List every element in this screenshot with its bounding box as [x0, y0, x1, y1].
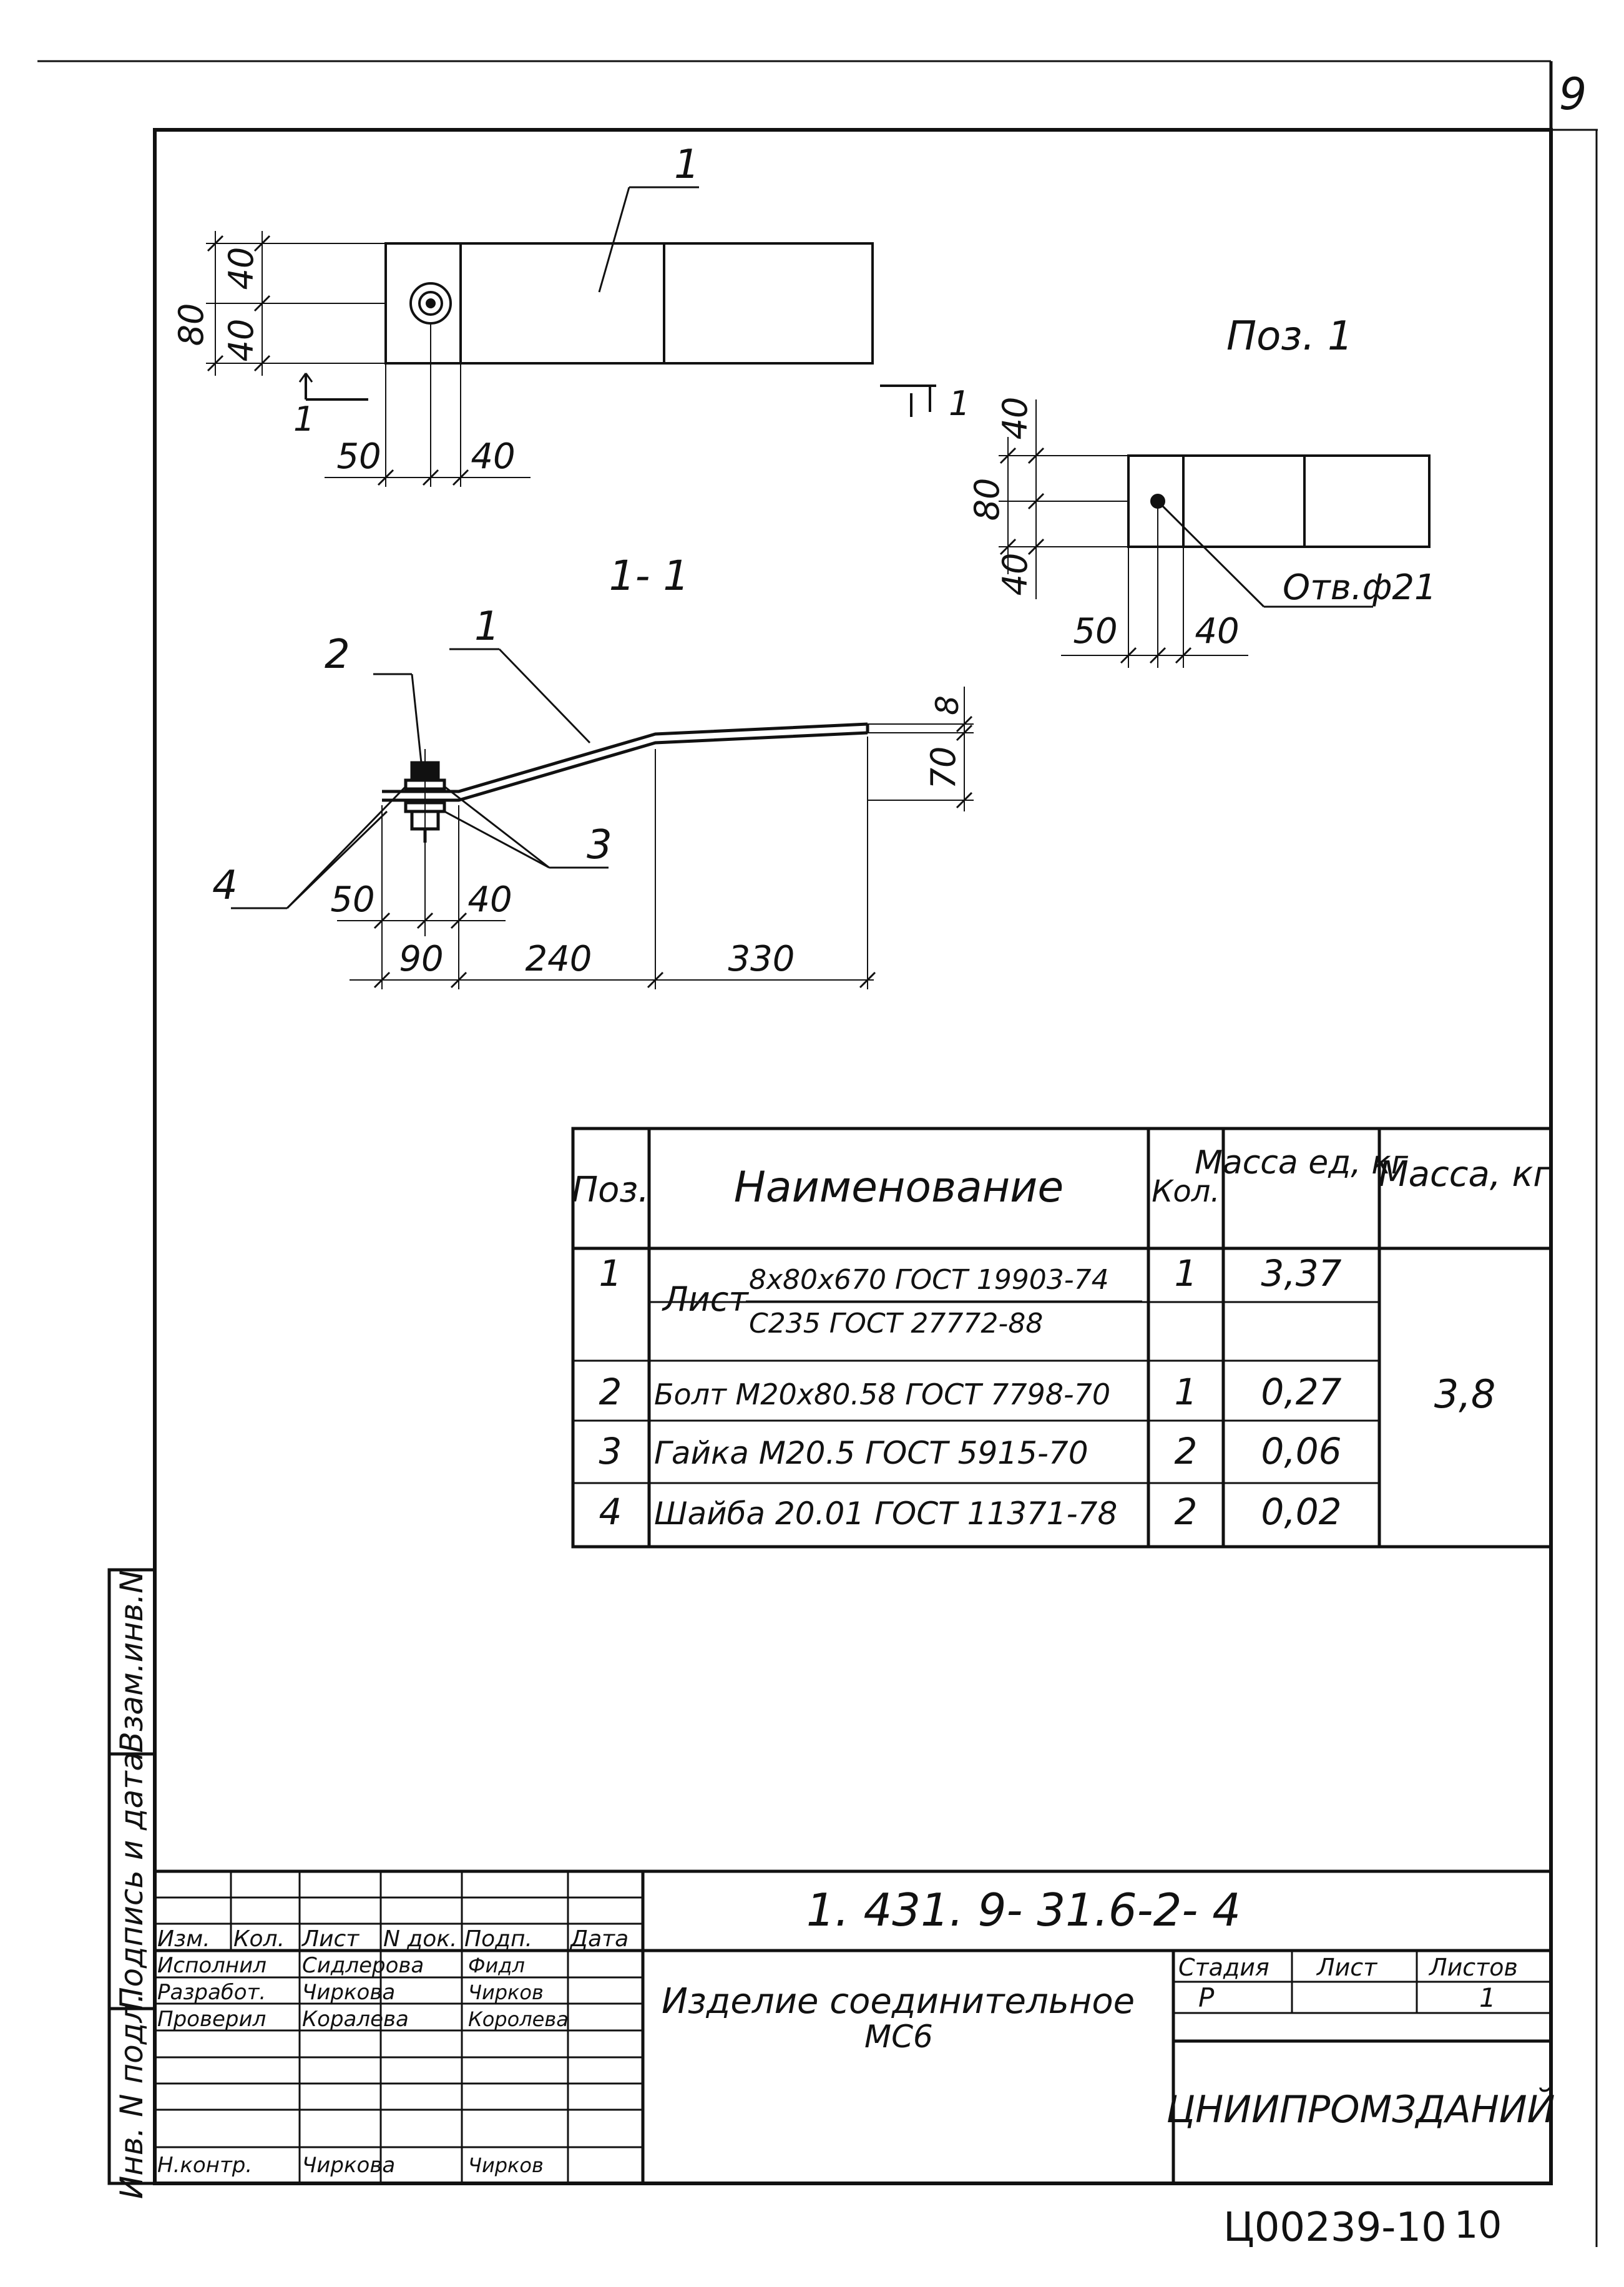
tb-product-line2: МС6: [864, 2019, 933, 2055]
tb-header-podp: Подп.: [464, 1926, 532, 1952]
tb-header-izm: Изм.: [157, 1926, 210, 1952]
tb-name-3: Коралева: [302, 2007, 409, 2032]
spec-row-4-qty: 2: [1175, 1491, 1198, 1533]
spec-row-1-prefix: Лист: [662, 1280, 749, 1319]
section-view: [231, 648, 974, 989]
side-stamp-inv-podl: Инв. N подл.: [114, 1993, 150, 2199]
spec-row-3-unit-mass: 0,06: [1261, 1430, 1341, 1472]
spec-header-mass: Масса, кг: [1378, 1154, 1552, 1195]
pos-view: [910, 393, 1431, 668]
spec-row-3-qty: 2: [1175, 1430, 1198, 1472]
tb-role-1: Исполнил: [157, 1953, 267, 1978]
top-view-leader-label: 1: [674, 142, 700, 188]
pos-view-title: Поз. 1: [1226, 313, 1353, 360]
top-view: [206, 186, 936, 487]
top-view-dim-40b: 40: [222, 247, 261, 290]
tb-product-line1: Изделие соединительное: [662, 1981, 1135, 2022]
tb-header-list: Лист: [301, 1926, 360, 1952]
spec-row-2-pos: 2: [599, 1371, 622, 1413]
section-label-1: 1: [474, 604, 500, 650]
spec-row-1-name-top: 8х80х670 ГОСТ 19903-74: [749, 1264, 1109, 1296]
spec-row-3-name: Гайка М20.5 ГОСТ 5915-70: [654, 1435, 1088, 1471]
pos-view-dim-40: 40: [1195, 611, 1239, 652]
archive-sheet-number: 10: [1454, 2203, 1502, 2247]
spec-row-4-name: Шайба 20.01 ГОСТ 11371-78: [654, 1496, 1117, 1532]
spec-row-1-pos: 1: [599, 1252, 622, 1295]
title-block: [155, 1869, 1551, 2183]
tb-name-1: Сидлерова: [302, 1953, 424, 1978]
top-view-dim-40: 40: [471, 436, 515, 477]
spec-row-2-qty: 1: [1175, 1371, 1198, 1413]
page-number: 9: [1559, 69, 1587, 120]
spec-header-pos: Поз.: [572, 1170, 649, 1210]
spec-row-1-name-bottom: С235 ГОСТ 27772-88: [749, 1308, 1043, 1339]
tb-name-2: Чиркова: [302, 1980, 395, 2005]
top-view-dim-80: 80: [172, 303, 211, 346]
tb-sign-4: Чирков: [468, 2153, 544, 2177]
archive-stamp: Ц00239-10: [1223, 2205, 1447, 2251]
pos-view-dim-40b: 40: [995, 553, 1035, 596]
tb-name-4: Чиркова: [302, 2153, 395, 2178]
spec-row-4-pos: 4: [599, 1491, 622, 1533]
tb-sheet-label: Лист: [1316, 1954, 1378, 1981]
pos-view-dim-50: 50: [1073, 611, 1117, 652]
section-title: 1- 1: [609, 552, 690, 600]
section-dim-50: 50: [330, 879, 374, 920]
spec-row-2-unit-mass: 0,27: [1261, 1371, 1341, 1413]
section-label-3: 3: [587, 822, 612, 868]
pos-view-section-mark: 1: [949, 384, 970, 423]
tb-stage-value: Р: [1198, 1982, 1215, 2013]
tb-role-4: Н.контр.: [157, 2153, 252, 2178]
side-stamp: [107, 1568, 157, 2185]
pos-view-dim-80: 80: [967, 478, 1007, 521]
tb-header-data: Дата: [569, 1926, 629, 1952]
section-dim-8: 8: [929, 695, 966, 715]
spec-header-qty: Кол.: [1152, 1174, 1220, 1209]
tb-stage-label: Стадия: [1178, 1954, 1269, 1981]
side-stamp-vzam-inv: Взам.инв.N: [114, 1570, 150, 1753]
tb-role-2: Разработ.: [157, 1980, 266, 2005]
tb-sign-1: Фидл: [468, 1954, 525, 1977]
spec-row-2-name: Болт М20х80.58 ГОСТ 7798-70: [654, 1378, 1110, 1411]
top-view-dim-50: 50: [336, 436, 381, 477]
spec-header-unit-mass: Масса ед, кг: [1195, 1144, 1409, 1182]
section-dim-90: 90: [399, 939, 443, 979]
section-label-4: 4: [212, 863, 238, 909]
top-view-section-mark: 1: [293, 399, 315, 439]
tb-org: ЦНИИПРОМЗДАНИЙ: [1166, 2087, 1555, 2132]
section-dim-330: 330: [728, 939, 795, 979]
spec-row-1-qty: 1: [1175, 1252, 1198, 1295]
spec-header-unit-mass-text: Масса ед, кг: [1195, 1144, 1409, 1182]
spec-row-1-unit-mass: 3,37: [1261, 1252, 1341, 1295]
pos-view-dim-40a: 40: [995, 397, 1035, 440]
spec-header-name: Наименование: [734, 1163, 1064, 1212]
top-view-dim-40a: 40: [222, 319, 261, 362]
section-dim-70: 70: [924, 747, 963, 790]
tb-header-kol: Кол.: [233, 1926, 285, 1952]
tb-sign-3: Королева: [468, 2007, 569, 2031]
tb-sheets-value: 1: [1479, 1982, 1496, 2013]
tb-sheets-label: Листов: [1428, 1954, 1518, 1981]
tb-sign-2: Чирков: [468, 1981, 544, 2004]
spec-row-3-pos: 3: [599, 1430, 622, 1472]
spec-total-mass: 3,8: [1434, 1371, 1496, 1417]
spec-row-4-unit-mass: 0,02: [1261, 1491, 1341, 1533]
side-stamp-podp-data: Подпись и дата: [114, 1752, 150, 2010]
section-dim-40: 40: [467, 879, 512, 920]
pos-view-hole-note: Отв.ф21: [1283, 567, 1437, 608]
section-label-2: 2: [325, 632, 350, 678]
tb-header-ndok: N док.: [383, 1926, 457, 1952]
doc-code: 1. 431. 9- 31.6-2- 4: [806, 1884, 1241, 1936]
section-dim-240: 240: [526, 939, 592, 979]
tb-role-3: Проверил: [157, 2007, 266, 2032]
